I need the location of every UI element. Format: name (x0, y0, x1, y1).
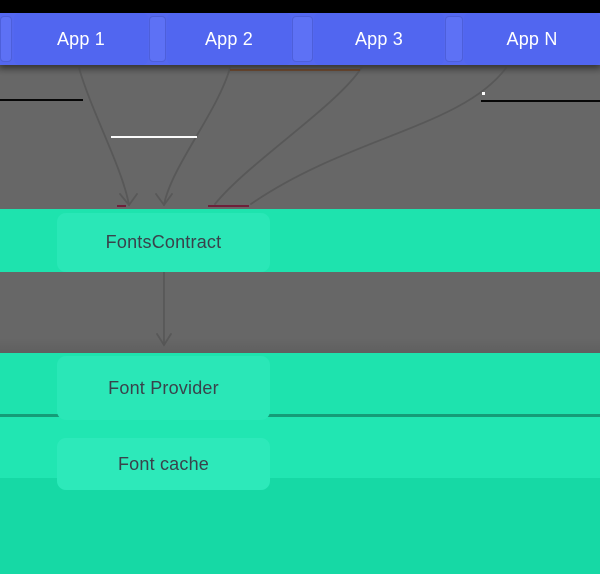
funnel-zone (0, 65, 600, 209)
font-cache-node: Font cache (57, 438, 270, 490)
contract-to-provider-arrow (156, 272, 172, 347)
apps-band-gap-1 (149, 16, 166, 62)
arrowhead-2-icon (155, 193, 173, 207)
arrow-appn-to-contract (250, 67, 507, 205)
artifact-maroon-line-2 (208, 205, 249, 207)
app-2-label: App 2 (204, 28, 254, 49)
artifact-maroon-line-1 (117, 205, 126, 207)
arrowhead-down-icon (156, 333, 172, 347)
contract-to-provider-zone (0, 272, 600, 353)
app-1-label: App 1 (56, 28, 106, 49)
fonts-contract-node: FontsContract (57, 213, 270, 272)
arrow-app3-to-contract (214, 66, 363, 205)
font-provider-node: Font Provider (57, 356, 270, 420)
arrowhead-1-icon (119, 193, 138, 207)
apps-band-left-edge (0, 16, 12, 62)
top-strip (0, 0, 600, 13)
apps-band-gap-2 (292, 16, 313, 62)
apps-band: App 1 App 2 App 3 App N (0, 13, 600, 65)
funnel-arrows (78, 66, 507, 207)
artifact-black-line-left (0, 99, 83, 101)
arrow-app2-to-contract (163, 67, 231, 206)
artifact-white-dot (482, 92, 485, 95)
apps-band-gap-3 (445, 16, 463, 62)
font-provider-label: Font Provider (108, 377, 219, 398)
fonts-contract-label: FontsContract (105, 232, 222, 252)
app-box-1: App 1 (14, 13, 148, 65)
app-3-label: App 3 (354, 28, 404, 49)
font-cache-label: Font cache (117, 453, 210, 474)
provider-band-divider (0, 414, 600, 417)
app-box-2: App 2 (167, 13, 291, 65)
artifact-black-line-right (481, 100, 600, 102)
app-box-3: App 3 (314, 13, 444, 65)
artifact-brown-line (230, 69, 360, 71)
app-n-label: App N (506, 28, 558, 49)
artifact-white-line (111, 136, 197, 138)
app-box-n: App N (464, 13, 600, 65)
bottom-green-zone (0, 478, 600, 574)
arrow-app1-to-contract (78, 67, 130, 206)
